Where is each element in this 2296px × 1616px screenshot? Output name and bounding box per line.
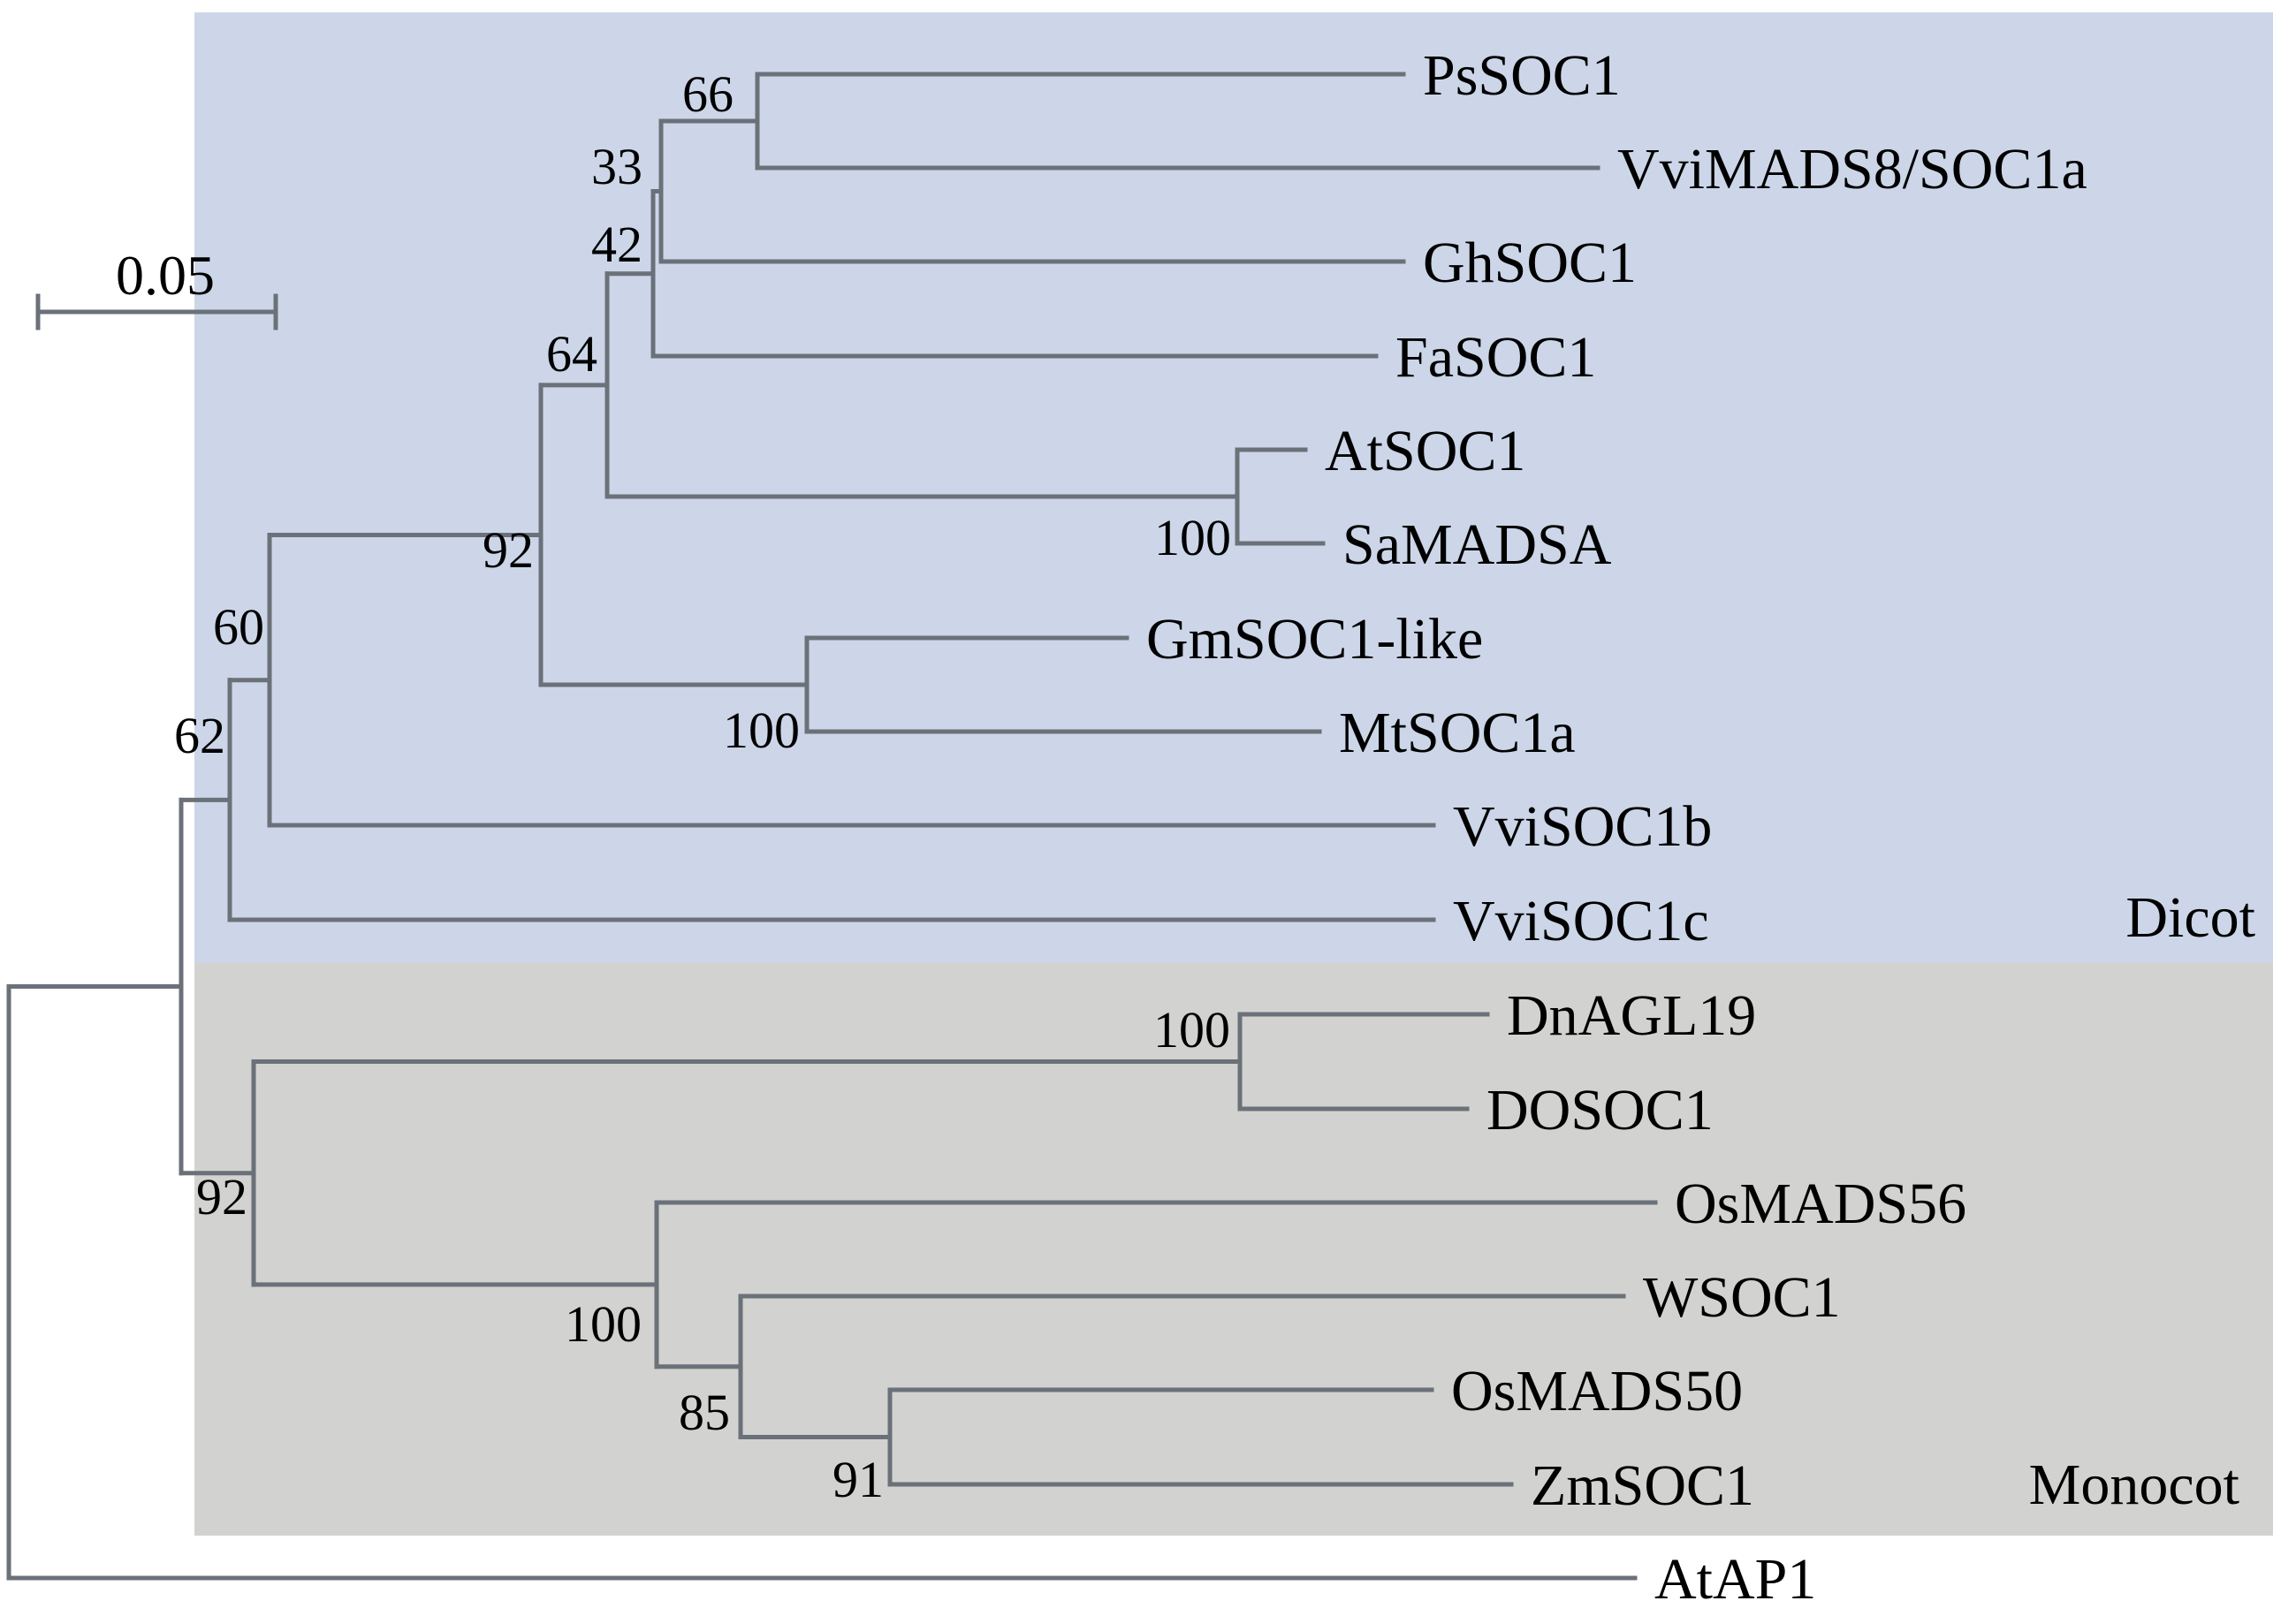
taxon-label-DnAGL19: DnAGL19 — [1507, 983, 1756, 1048]
scale-bar-label: 0.05 — [116, 244, 215, 307]
bootstrap-value-92: 92 — [196, 1168, 247, 1225]
taxon-label-ZmSOC1: ZmSOC1 — [1531, 1453, 1754, 1518]
bootstrap-value-100: 100 — [723, 702, 800, 759]
taxon-label-DOSOC1: DOSOC1 — [1486, 1078, 1714, 1142]
taxon-label-AtAP1: AtAP1 — [1654, 1547, 1816, 1612]
bootstrap-value-100: 100 — [1154, 509, 1231, 566]
bootstrap-value-100: 100 — [565, 1295, 642, 1353]
bootstrap-value-100: 100 — [1153, 1001, 1230, 1058]
taxon-label-OsMADS56: OsMADS56 — [1675, 1172, 1966, 1236]
taxon-label-FaSOC1: FaSOC1 — [1395, 325, 1596, 390]
taxon-label-VviSOC1c: VviSOC1c — [1453, 889, 1709, 953]
region-box-monocot — [194, 963, 2273, 1536]
bootstrap-value-92: 92 — [483, 521, 534, 579]
taxon-label-MtSOC1a: MtSOC1a — [1339, 701, 1576, 765]
taxon-label-VviMADS8/SOC1a: VviMADS8/SOC1a — [1617, 137, 2087, 201]
region-label-dicot: Dicot — [2125, 885, 2255, 950]
taxon-label-PsSOC1: PsSOC1 — [1423, 43, 1621, 108]
taxon-label-VviSOC1b: VviSOC1b — [1453, 794, 1712, 859]
taxon-label-WSOC1: WSOC1 — [1643, 1265, 1841, 1330]
bootstrap-value-62: 62 — [174, 707, 225, 764]
region-label-monocot: Monocot — [2029, 1453, 2239, 1517]
taxon-label-AtSOC1: AtSOC1 — [1325, 419, 1525, 483]
taxon-label-OsMADS50: OsMADS50 — [1451, 1359, 1743, 1423]
bootstrap-value-85: 85 — [679, 1384, 730, 1441]
bootstrap-value-66: 66 — [682, 65, 734, 123]
taxon-label-SaMADSA: SaMADSA — [1342, 512, 1612, 577]
bootstrap-value-42: 42 — [591, 216, 642, 273]
bootstrap-value-33: 33 — [591, 138, 642, 195]
taxon-label-GhSOC1: GhSOC1 — [1423, 231, 1637, 295]
bootstrap-value-91: 91 — [832, 1451, 884, 1508]
bootstrap-value-64: 64 — [546, 325, 597, 383]
taxon-label-GmSOC1-like: GmSOC1-like — [1146, 607, 1483, 671]
bootstrap-value-60: 60 — [213, 598, 264, 656]
